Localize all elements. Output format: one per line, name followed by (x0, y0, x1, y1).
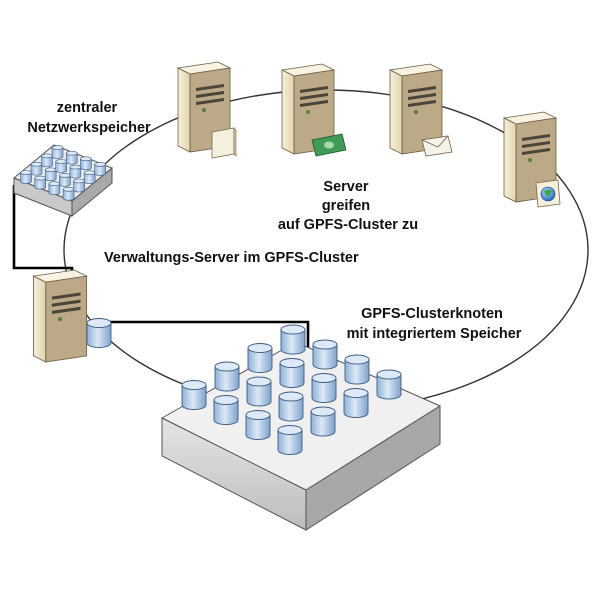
disk-cylinder-icon (73, 178, 85, 193)
server-mail (389, 63, 453, 157)
disk-cylinder-icon (69, 164, 82, 179)
server-money (281, 63, 347, 157)
banknote-icon (311, 133, 347, 157)
disk-cylinder-icon (376, 369, 402, 400)
gpfs-storage-array (160, 324, 442, 531)
disk-cylinder-icon (311, 373, 337, 403)
disk-cylinder-icon (20, 170, 32, 184)
label-servers-access: Server greifen auf GPFS-Cluster zu (278, 179, 418, 233)
disk-cylinder-icon (277, 425, 303, 455)
disk-cylinder-icon (279, 358, 305, 388)
disk-cylinder-icon (34, 175, 47, 190)
network-storage (13, 144, 113, 218)
disk-cylinder-icon (245, 410, 271, 440)
disk-cylinder-icon (246, 376, 272, 407)
envelope-icon (421, 135, 453, 157)
disk-cylinder-icon (44, 167, 57, 182)
disk-cylinder-icon (247, 343, 273, 373)
disk-cylinder-icon (213, 395, 239, 425)
disk-cylinder-icon (55, 159, 67, 173)
disk-cylinder-icon (312, 339, 338, 370)
label-central-storage: zentraler Netzwerkspeicher (27, 100, 151, 136)
disk-cylinder-icon (94, 162, 106, 176)
server-web (503, 111, 561, 208)
disk-cylinder-icon (80, 156, 92, 171)
disk-cylinder-icon (51, 145, 64, 159)
label-cluster-nodes: GPFS-Clusterknoten mit integriertem Spei… (347, 306, 522, 342)
admin-disk-icon (86, 318, 112, 348)
disk-cylinder-icon (59, 173, 71, 187)
admin-server (32, 269, 112, 363)
disk-cylinder-icon (310, 406, 336, 437)
disk-cylinder-icon (344, 354, 370, 385)
disk-cylinder-icon (30, 161, 43, 176)
globe-icon (535, 179, 561, 208)
disk-cylinder-icon (343, 388, 369, 418)
server-document (177, 61, 237, 159)
disk-cylinder-icon (280, 324, 306, 355)
disk-cylinder-icon (181, 380, 207, 410)
label-admin-server: Verwaltungs-Server im GPFS-Cluster (104, 250, 359, 266)
disk-cylinder-icon (41, 153, 53, 168)
disk-cylinder-icon (83, 170, 96, 184)
disk-cylinder-icon (278, 391, 304, 422)
disk-cylinder-icon (48, 181, 61, 195)
disk-cylinder-icon (62, 187, 75, 201)
disk-cylinder-icon (214, 361, 240, 392)
document-icon (211, 127, 237, 159)
disk-cylinder-icon (65, 150, 78, 165)
